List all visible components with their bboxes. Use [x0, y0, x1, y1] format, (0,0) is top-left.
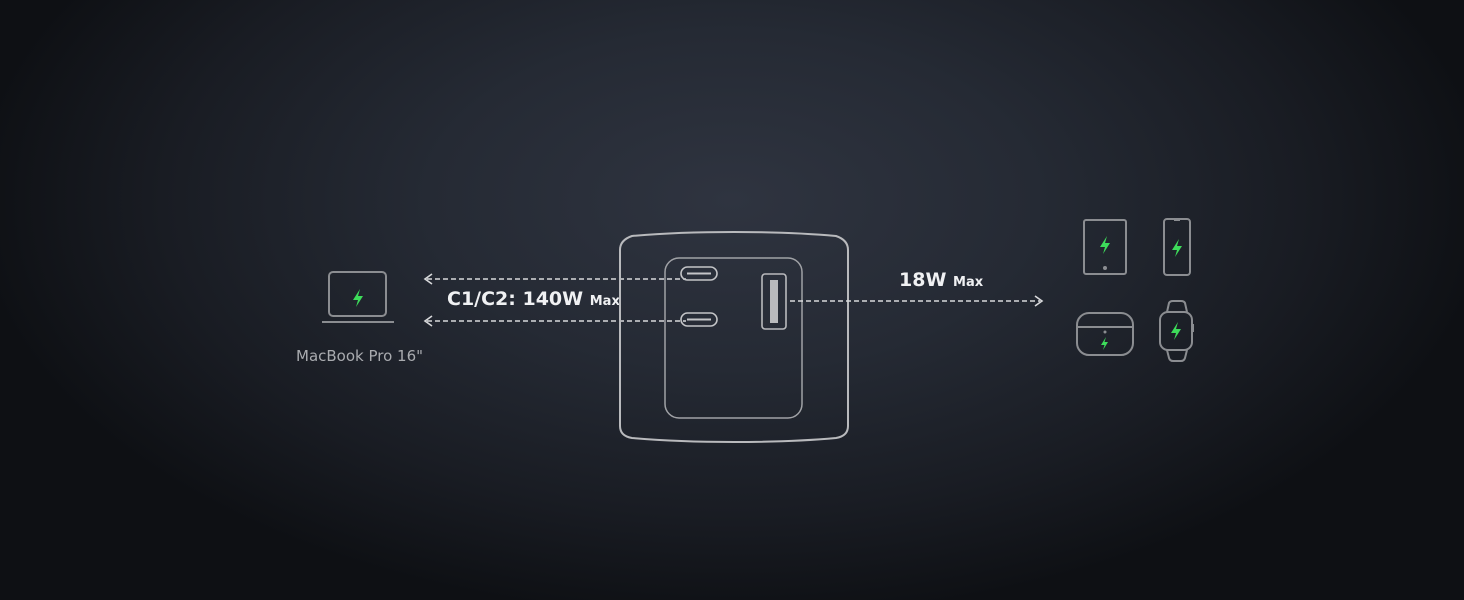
- laptop-icon: [322, 271, 394, 323]
- tablet-icon: [1083, 219, 1127, 275]
- phone-icon: [1163, 218, 1191, 276]
- usb-a-power-value: 18W: [899, 269, 947, 291]
- usb-c-port-1: [680, 266, 718, 281]
- earbuds-case-icon: [1076, 312, 1134, 356]
- usb-c2-arrow: [422, 313, 686, 327]
- usb-c-port-2: [680, 312, 718, 327]
- usb-a-power-label: 18W Max: [899, 269, 983, 291]
- usb-c1-arrow: [422, 271, 686, 285]
- usb-a-port: [761, 273, 787, 330]
- usb-c-max-suffix: Max: [589, 294, 620, 309]
- charger-icon: [619, 230, 849, 444]
- usb-c-power-value: C1/C2: 140W: [447, 288, 584, 310]
- usb-a-max-suffix: Max: [953, 275, 984, 290]
- watch-icon: [1159, 300, 1194, 362]
- usb-a-arrow: [790, 293, 1046, 307]
- laptop-device-name: MacBook Pro 16": [296, 347, 424, 365]
- usb-c-power-label: C1/C2: 140W Max: [447, 288, 620, 310]
